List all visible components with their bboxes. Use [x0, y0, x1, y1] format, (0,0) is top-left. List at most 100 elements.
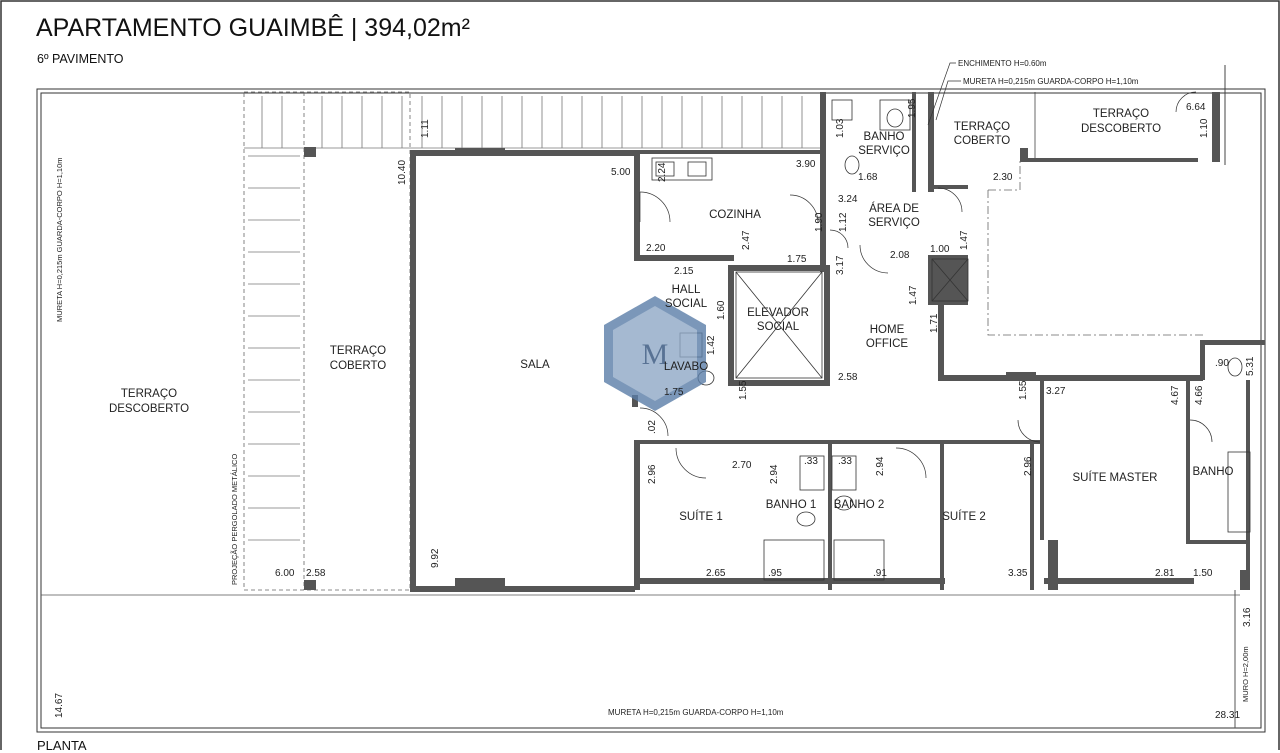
room-hall-social: HALL [672, 284, 701, 296]
dim: 2.58 [838, 372, 858, 383]
dim: 1.75 [664, 387, 684, 398]
dim: 1.50 [1193, 568, 1213, 579]
dim: 1.47 [959, 230, 970, 250]
room-labels: TERRAÇO DESCOBERTO TERRAÇO COBERTO SALA … [109, 108, 1234, 523]
dim: .95 [768, 568, 782, 579]
note-enchimento: ENCHIMENTO H=0.60m [958, 59, 1047, 68]
elevator-shaft [735, 271, 823, 379]
room-terraco-coberto-right-2: COBERTO [954, 135, 1011, 147]
walls [410, 92, 1265, 592]
dim: 6.00 [275, 568, 295, 579]
dim: 1.42 [706, 335, 717, 355]
notes: ENCHIMENTO H=0.60m MURETA H=0,215m GUARD… [55, 59, 1250, 717]
dim: 1.00 [930, 244, 950, 255]
dim: 5.00 [611, 167, 631, 178]
dim: 3.16 [1242, 607, 1253, 627]
dim: 2.70 [732, 460, 752, 471]
note-leaders [927, 62, 961, 126]
dim: 5.31 [1245, 356, 1256, 376]
room-banho2: BANHO 2 [834, 499, 885, 511]
room-home-office: HOME [870, 324, 905, 336]
room-terraco-coberto-right: TERRAÇO [954, 121, 1010, 133]
fixtures [651, 99, 1251, 581]
dim: 10.40 [397, 160, 408, 185]
dim: 2.08 [890, 250, 910, 261]
dimension-labels-vertical: 1.11 10.40 2.24 1.03 1.95 1.12 1.90 2.47… [54, 98, 1256, 718]
page-title: APARTAMENTO GUAIMBÊ | 394,02m² [36, 14, 470, 42]
dim: 9.92 [430, 548, 441, 568]
room-area-servico-2: SERVIÇO [868, 217, 920, 229]
room-sala: SALA [520, 359, 550, 371]
dim: .02 [647, 420, 658, 434]
dim: 1.71 [929, 313, 940, 333]
room-area-servico: ÁREA DE [869, 202, 919, 215]
dim: 2.20 [646, 243, 666, 254]
dim: 3.35 [1008, 568, 1028, 579]
dim: 1.55 [738, 380, 749, 400]
dim: 2.94 [769, 464, 780, 484]
dim: 1.11 [420, 119, 431, 138]
plan-outline [36, 88, 1266, 733]
note-mureta-left: MURETA H=0,215m GUARDA-CORPO H=1,10m [55, 158, 64, 323]
room-terraco-coberto-left: TERRAÇO [330, 345, 386, 357]
dim: 14.67 [54, 693, 65, 718]
room-banho1: BANHO 1 [766, 499, 817, 511]
column [304, 580, 316, 590]
plan-caption: PLANTA [37, 738, 87, 753]
watermark-logo: M [604, 296, 706, 411]
dim: 1.90 [814, 212, 825, 232]
room-terraco-descoberto-left: TERRAÇO [121, 388, 177, 400]
room-suite-master: SUÍTE MASTER [1073, 471, 1158, 484]
dim: 28.31 [1215, 710, 1240, 721]
dim: 4.67 [1170, 385, 1181, 405]
room-elevador-social-2: SOCIAL [757, 321, 800, 333]
dim: 2.81 [1155, 568, 1175, 579]
dim: 2.15 [674, 266, 694, 277]
note-projecao: PROJEÇÃO PERGOLADO METÁLICO [230, 454, 239, 585]
dim: 1.47 [908, 285, 919, 305]
room-cozinha: COZINHA [709, 209, 761, 221]
dim: 4.66 [1194, 385, 1205, 405]
dim: 2.65 [706, 568, 726, 579]
dim: 1.55 [1018, 380, 1029, 400]
dim: 1.60 [716, 300, 727, 320]
room-banho-master: BANHO [1193, 466, 1234, 478]
dim: .90 [1215, 358, 1229, 369]
note-mureta-top: MURETA H=0,215m GUARDA-CORPO H=1,10m [963, 77, 1139, 86]
room-suite1: SUÍTE 1 [679, 510, 722, 523]
room-banho-servico-2: SERVIÇO [858, 145, 910, 157]
dim: 2.96 [1023, 456, 1034, 476]
pergola-top-slats [244, 96, 820, 149]
dim: 2.47 [741, 230, 752, 250]
dim: .33 [838, 456, 852, 467]
pergola-grid [243, 91, 411, 591]
dim: 1.68 [858, 172, 878, 183]
dim: 1.75 [787, 254, 807, 265]
room-banho-servico: BANHO [864, 131, 905, 143]
dim: 1.10 [1199, 118, 1210, 138]
room-terraco-coberto-left-2: COBERTO [330, 360, 387, 372]
dim: 2.96 [647, 464, 658, 484]
note-mureta-bottom: MURETA H=0,215m GUARDA-CORPO H=1,10m [608, 708, 784, 717]
room-terraco-descoberto-left-2: DESCOBERTO [109, 403, 189, 415]
dim: .91 [873, 568, 887, 579]
note-muro: MURO H=2,00m [1241, 646, 1250, 702]
pergola-slats [248, 155, 300, 541]
dimension-labels: 5.00 3.90 1.68 3.24 2.20 1.75 2.15 2.08 … [275, 102, 1240, 721]
room-hall-social-2: SOCIAL [665, 298, 708, 310]
dim: 1.95 [907, 98, 918, 118]
room-terraco-descoberto-right: TERRAÇO [1093, 108, 1149, 120]
floor-subtitle: 6º PAVIMENTO [37, 52, 124, 66]
dim: 2.94 [875, 456, 886, 476]
svg-text:M: M [642, 338, 669, 371]
dim: 1.03 [835, 118, 846, 138]
boundary-lines [987, 160, 1205, 336]
door-swings [639, 91, 1213, 479]
room-terraco-descoberto-right-2: DESCOBERTO [1081, 123, 1161, 135]
service-shaft [931, 258, 969, 302]
room-home-office-2: OFFICE [866, 338, 908, 350]
dim: 3.90 [796, 159, 816, 170]
dim: 3.17 [835, 255, 846, 275]
